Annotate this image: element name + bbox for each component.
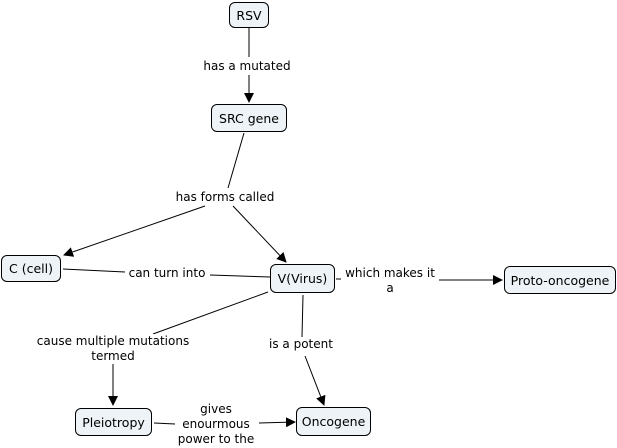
link-cause-multiple-line2: termed: [91, 349, 135, 363]
link-cause-multiple-mutations: cause multiple mutations termed: [34, 334, 192, 364]
node-src-gene-text: SRC gene: [219, 110, 279, 126]
link-gives-line1: gives: [200, 402, 232, 416]
link-has-forms-called-text: has forms called: [175, 190, 275, 204]
link-can-turn-into-text: can turn into: [128, 266, 206, 280]
link-gives-line3: power to the: [177, 432, 255, 446]
link-cause-multiple-line1: cause multiple mutations: [36, 334, 190, 348]
edge-potent-to-onco: [304, 355, 326, 406]
link-is-a-potent: is a potent: [267, 337, 335, 352]
link-which-makes-it-a-line1: which makes it: [345, 266, 435, 280]
node-oncogene-text: Oncogene: [301, 414, 366, 429]
node-proto-oncogene-text: Proto-oncogene: [510, 272, 610, 288]
link-gives-line2: enourmous: [182, 417, 250, 431]
edge-turn-to-v: [209, 274, 271, 278]
edge-forms-to-c: [63, 205, 206, 257]
edge-src-to-forms: [227, 132, 245, 189]
node-proto-oncogene[interactable]: Proto-oncogene: [504, 266, 616, 294]
node-rsv[interactable]: RSV: [229, 2, 269, 28]
edge-v-to-cause: [152, 291, 269, 335]
link-is-a-potent-text: is a potent: [269, 337, 333, 351]
edge-gives-to-onco: [258, 417, 296, 428]
edge-forms-to-v: [232, 205, 287, 263]
node-oncogene[interactable]: Oncogene: [296, 407, 371, 436]
edge-pleio-to-gives: [153, 422, 176, 425]
edge-v-to-potent: [301, 294, 304, 338]
link-has-a-mutated-text: has a mutated: [203, 59, 291, 73]
link-can-turn-into: can turn into: [126, 266, 208, 281]
edge-c-to-turn: [62, 268, 126, 273]
node-rsv-text: RSV: [236, 7, 262, 23]
node-v-virus[interactable]: V(Virus): [270, 264, 335, 293]
node-c-cell[interactable]: C (cell): [1, 255, 61, 282]
node-pleiotropy-text: Pleiotropy: [82, 414, 145, 430]
node-v-virus-text: V(Virus): [277, 271, 328, 286]
node-pleiotropy[interactable]: Pleiotropy: [75, 408, 152, 436]
link-gives-power: gives enourmous power to the: [175, 402, 257, 447]
link-has-forms-called: has forms called: [173, 190, 277, 205]
node-src-gene[interactable]: SRC gene: [211, 104, 287, 132]
node-c-cell-text: C (cell): [9, 261, 53, 276]
link-which-makes-it-a-line2: a: [386, 281, 394, 295]
link-which-makes-it-a: which makes it a: [343, 266, 437, 296]
link-has-a-mutated: has a mutated: [201, 59, 293, 74]
